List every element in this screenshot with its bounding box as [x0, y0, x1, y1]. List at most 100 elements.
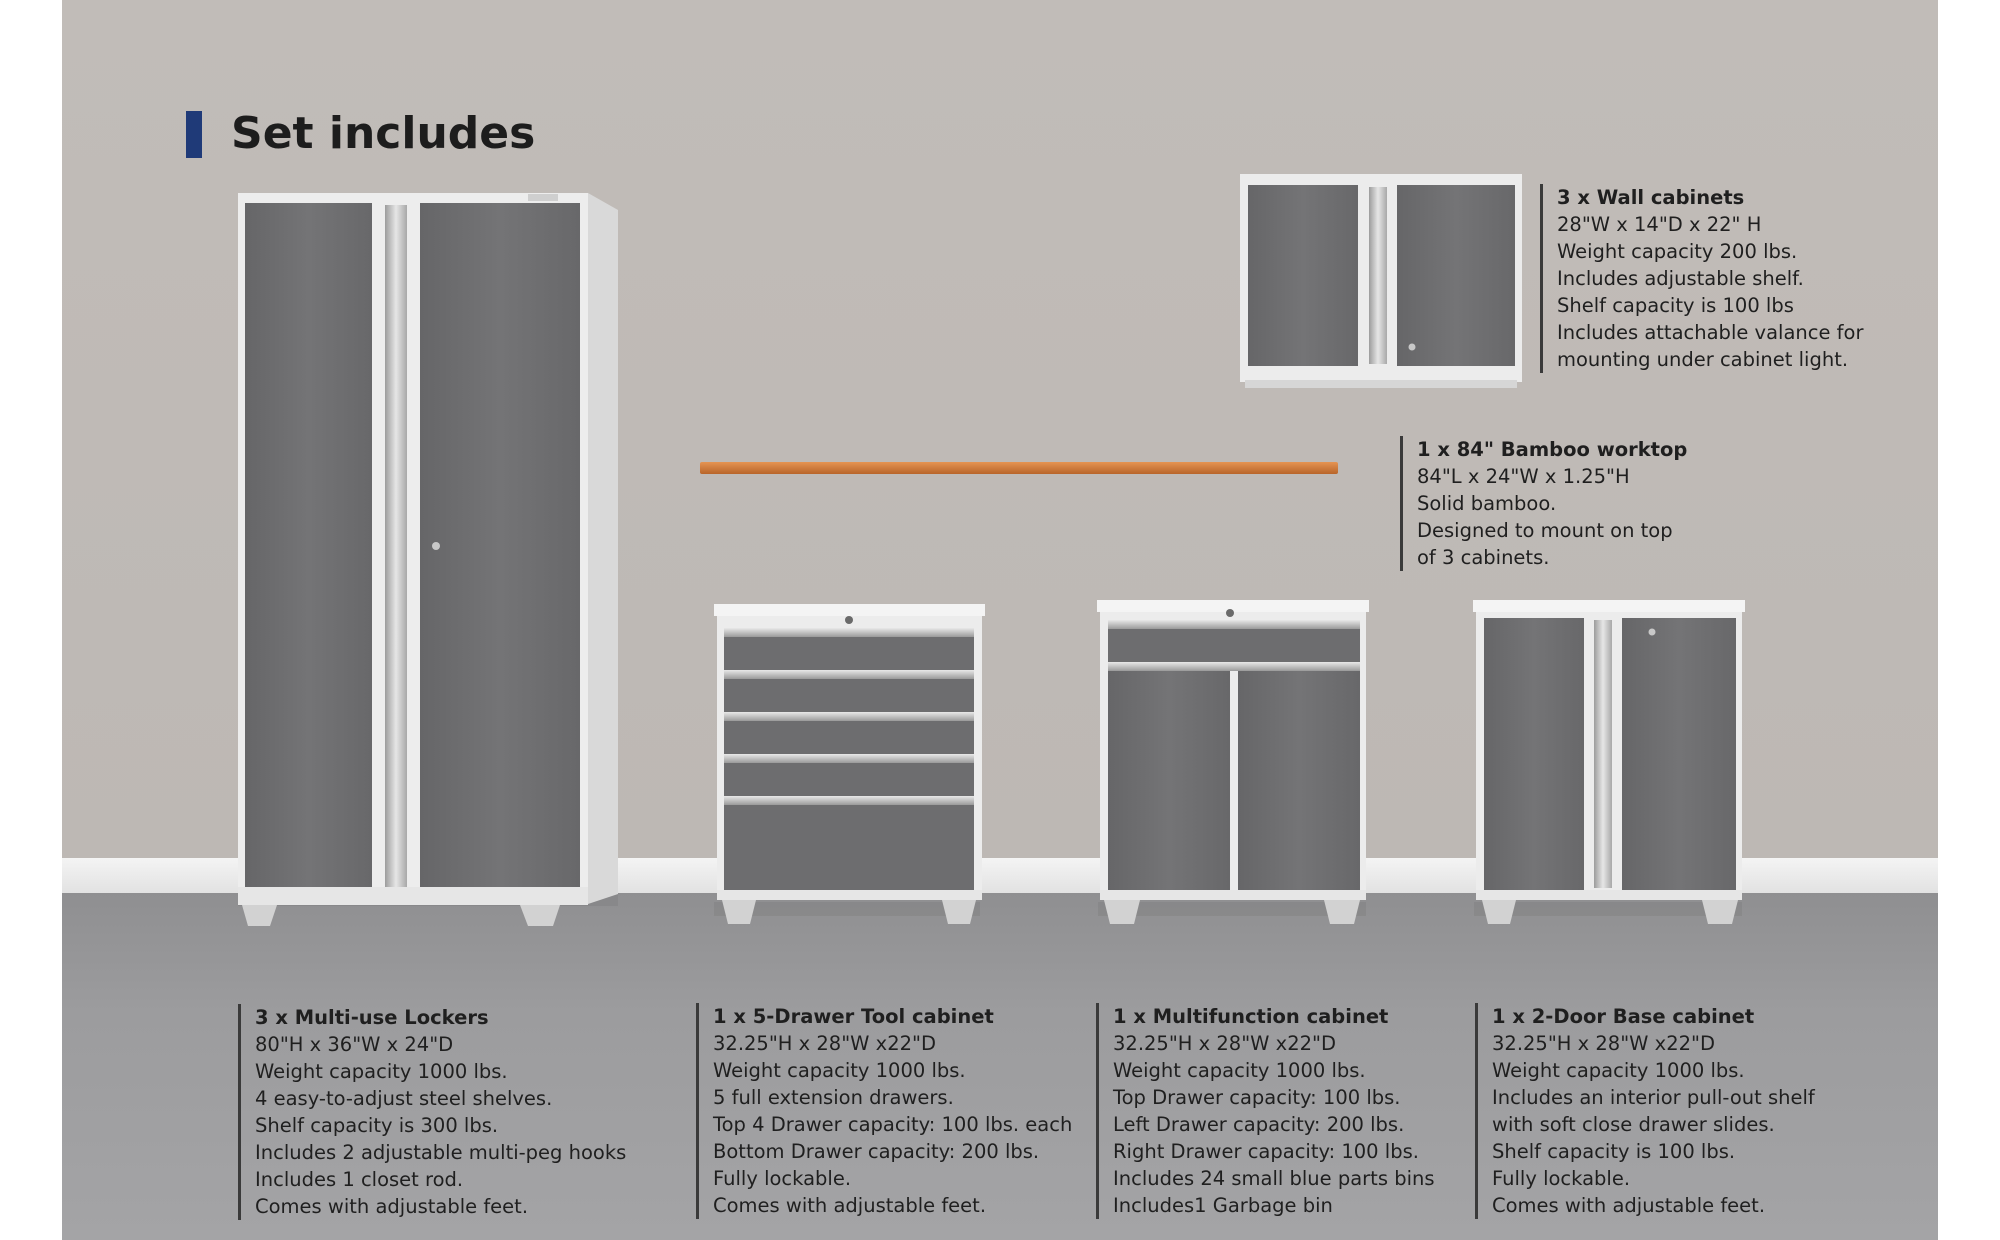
two-door-foot-left	[1482, 900, 1516, 924]
spec-line: 32.25"H x 28"W x22"D	[1492, 1032, 1715, 1055]
cabinet-illustrations	[238, 174, 1745, 926]
locker-foot-left	[242, 905, 277, 926]
bamboo-worktop-illustration	[700, 462, 1338, 474]
spec-line: Includes 1 closet rod.	[255, 1168, 464, 1191]
drawer-cabinet-foot-right	[942, 900, 976, 924]
two-door-left-door	[1484, 618, 1584, 890]
spec-line: 80"H x 36"W x 24"D	[255, 1033, 454, 1056]
two-door-right-door	[1622, 618, 1736, 890]
bamboo-worktop	[700, 462, 1338, 474]
spec-line: Weight capacity 1000 lbs.	[713, 1059, 966, 1082]
spec-line: with soft close drawer slides.	[1492, 1113, 1775, 1136]
drawer-handle	[1108, 662, 1360, 671]
spec-line: Comes with adjustable feet.	[713, 1194, 987, 1217]
drawer-cabinet-top	[714, 604, 985, 616]
spec-line: Shelf capacity is 100 lbs.	[1492, 1140, 1736, 1163]
multifunction-cabinet-base	[1100, 890, 1366, 900]
drawer-handle	[724, 628, 974, 637]
spec-line: 4 easy-to-adjust steel shelves.	[255, 1087, 553, 1110]
spec-line: Weight capacity 200 lbs.	[1557, 240, 1798, 263]
drawer-handle	[724, 712, 974, 721]
spec-line: Bottom Drawer capacity: 200 lbs.	[713, 1140, 1040, 1163]
locker-heading: 3 x Multi-use Lockers	[255, 1006, 489, 1029]
drawer-cabinet-heading: 1 x 5-Drawer Tool cabinet	[713, 1005, 994, 1028]
wall-cabinet-description: 3 x Wall cabinets 28"W x 14"D x 22" H We…	[1540, 184, 1864, 373]
multifunction-cabinet-illustration	[1097, 600, 1369, 924]
drawer-handle	[724, 796, 974, 805]
spec-line: Top 4 Drawer capacity: 100 lbs. each	[713, 1113, 1073, 1136]
locker-side	[588, 193, 618, 904]
multifunction-cabinet-top	[1097, 600, 1369, 612]
multifunction-foot-left	[1104, 900, 1140, 924]
two-door-cabinet-base	[1476, 890, 1742, 900]
floor	[62, 893, 1938, 1240]
locker-right-door	[420, 203, 580, 887]
locker-illustration	[238, 193, 618, 926]
spec-line: mounting under cabinet light.	[1557, 348, 1849, 371]
spec-line: Solid bamboo.	[1417, 492, 1557, 515]
spec-line: Fully lockable.	[713, 1167, 852, 1190]
spec-line: Right Drawer capacity: 100 lbs.	[1113, 1140, 1419, 1163]
locker-foot-right	[520, 905, 560, 926]
title-accent-bar	[186, 111, 202, 158]
multifunction-description: 1 x Multifunction cabinet 32.25"H x 28"W…	[1096, 1003, 1435, 1219]
spec-line: 32.25"H x 28"W x22"D	[1113, 1032, 1336, 1055]
drawer-cabinet-foot-left	[722, 900, 756, 924]
wall-cabinet-valance	[1245, 380, 1517, 388]
locker-description: 3 x Multi-use Lockers 80"H x 36"W x 24"D…	[238, 1004, 626, 1220]
lock-icon	[1226, 609, 1234, 617]
spec-line: Weight capacity 1000 lbs.	[1492, 1059, 1745, 1082]
wall-cabinet-right-door	[1397, 185, 1515, 366]
spec-line: Weight capacity 1000 lbs.	[255, 1060, 508, 1083]
spec-line: of 3 cabinets.	[1417, 546, 1550, 569]
spec-line: Left Drawer capacity: 200 lbs.	[1113, 1113, 1405, 1136]
spec-line: 5 full extension drawers.	[713, 1086, 954, 1109]
multifunction-cabinet-shadow	[1098, 902, 1366, 916]
spec-line: 32.25"H x 28"W x22"D	[713, 1032, 936, 1055]
spec-line: 28"W x 14"D x 22" H	[1557, 213, 1762, 236]
two-door-cabinet-illustration	[1473, 600, 1745, 924]
worktop-description: 1 x 84" Bamboo worktop 84"L x 24"W x 1.2…	[1400, 436, 1687, 571]
two-door-handle	[1594, 620, 1612, 888]
spec-line: 84"L x 24"W x 1.25"H	[1417, 465, 1630, 488]
two-door-foot-right	[1702, 900, 1738, 924]
spec-line: Includes attachable valance for	[1557, 321, 1864, 344]
locker-handle	[385, 205, 407, 887]
spec-line: Includes 2 adjustable multi-peg hooks	[255, 1141, 627, 1164]
spec-line: Shelf capacity is 100 lbs	[1557, 294, 1794, 317]
spec-line: Comes with adjustable feet.	[255, 1195, 529, 1218]
drawer-cabinet-illustration	[714, 604, 985, 924]
spec-line: Top Drawer capacity: 100 lbs.	[1113, 1086, 1401, 1109]
wall-cabinet-left-door	[1248, 185, 1358, 366]
spec-line: Comes with adjustable feet.	[1492, 1194, 1766, 1217]
multifunction-foot-right	[1324, 900, 1360, 924]
spec-line: Includes 24 small blue parts bins	[1113, 1167, 1435, 1190]
drawer-cabinet-base	[717, 890, 982, 900]
spec-line: Includes adjustable shelf.	[1557, 267, 1804, 290]
lock-icon	[1408, 343, 1416, 351]
wall-cabinet-handle	[1369, 187, 1387, 364]
drawer-cabinet-shadow	[714, 902, 980, 916]
locker-left-door	[245, 203, 372, 887]
multifunction-left-door	[1108, 671, 1230, 890]
page-title: Set includes	[231, 108, 536, 159]
spec-line: Shelf capacity is 300 lbs.	[255, 1114, 499, 1137]
drawer-handle	[1108, 620, 1360, 629]
spec-line: Designed to mount on top	[1417, 519, 1673, 542]
two-door-cabinet-top	[1473, 600, 1745, 612]
spec-line: Fully lockable.	[1492, 1167, 1631, 1190]
two-door-cabinet-shadow	[1474, 902, 1742, 916]
lock-icon	[1648, 628, 1656, 636]
product-showcase: Set includes	[62, 0, 1938, 1240]
two-door-heading: 1 x 2-Door Base cabinet	[1492, 1005, 1755, 1028]
drawer-handle	[724, 670, 974, 679]
lock-icon	[432, 542, 440, 550]
spec-line: Weight capacity 1000 lbs.	[1113, 1059, 1366, 1082]
locker-base	[238, 887, 588, 905]
worktop-heading: 1 x 84" Bamboo worktop	[1417, 438, 1688, 461]
wall-cabinet-illustration	[1240, 174, 1522, 388]
lock-icon	[845, 616, 853, 624]
multifunction-right-door	[1238, 671, 1360, 890]
spec-line: Includes1 Garbage bin	[1113, 1194, 1333, 1217]
drawer-handle	[724, 754, 974, 763]
